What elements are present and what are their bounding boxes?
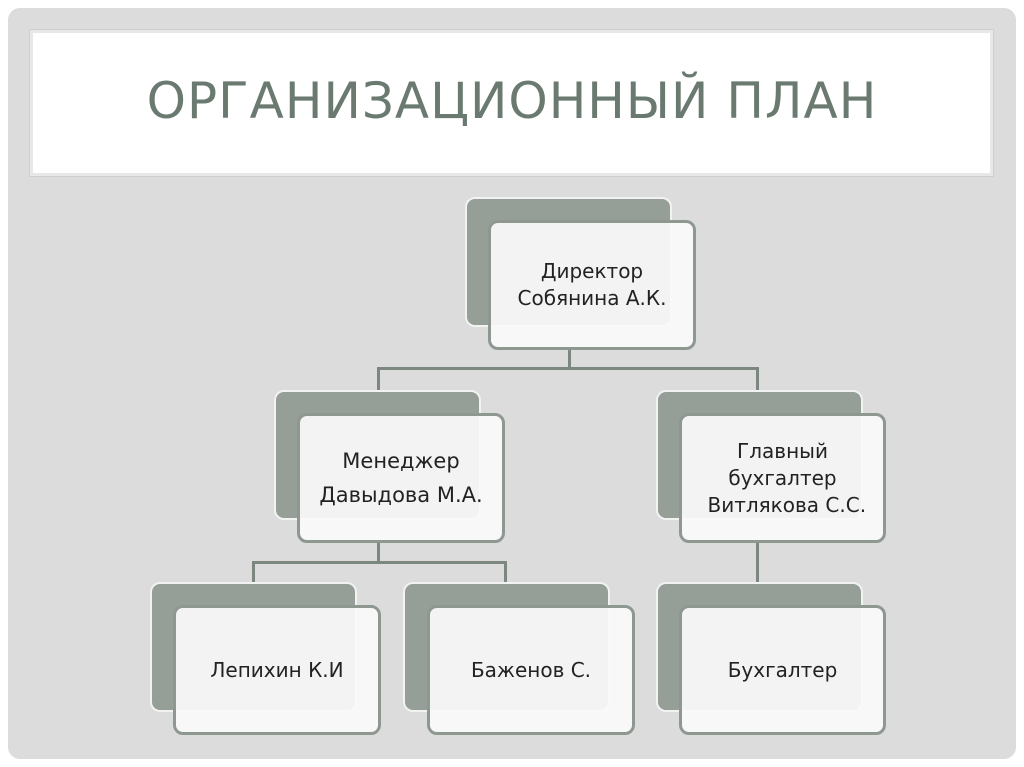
role: Менеджер [342, 449, 460, 473]
node-bazhenov: Баженов С. [427, 605, 635, 735]
connector [377, 543, 380, 563]
connector [568, 350, 571, 369]
node-accountant: Бухгалтер [679, 605, 886, 735]
person-name: Собянина А.К. [517, 286, 667, 310]
person-name: Лепихин К.И [210, 657, 344, 682]
role: Директор [540, 259, 644, 283]
connector [252, 561, 255, 583]
connector [377, 367, 759, 370]
slide-title: ОРГАНИЗАЦИОННЫЙ ПЛАН [146, 72, 878, 130]
node-lepikhin: Лепихин К.И [173, 605, 381, 735]
role: Главный бухгалтер [728, 438, 837, 490]
person-name: Витлякова С.С. [707, 492, 867, 517]
title-panel [30, 30, 993, 176]
person-name: Давыдова М.А. [319, 483, 483, 507]
connector [756, 543, 759, 583]
connector [504, 561, 507, 583]
connector [377, 367, 380, 391]
connector [756, 367, 759, 391]
person-name: Баженов С. [470, 657, 592, 682]
person-name: Бухгалтер [727, 657, 838, 682]
connector [252, 561, 507, 564]
